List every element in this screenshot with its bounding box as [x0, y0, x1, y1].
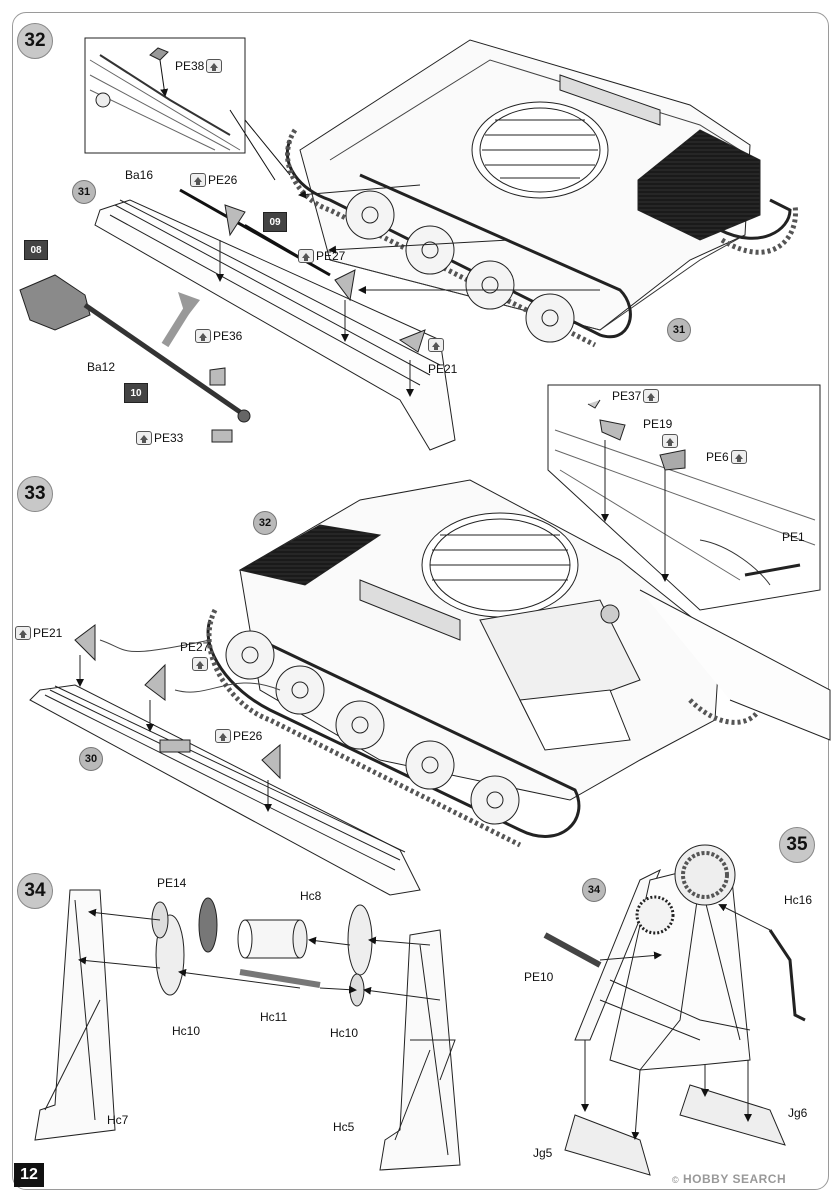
callout-hc7: Hc7 [107, 1113, 129, 1127]
photo-etch-icon [643, 389, 660, 403]
callout-pe10: PE10 [524, 970, 554, 984]
step35-drawing [543, 844, 806, 1176]
callout-pe38-label: PE38 [175, 59, 205, 73]
callout-pe19-label: PE19 [643, 417, 673, 431]
callout-pe37-label: PE37 [612, 389, 642, 403]
photo-etch-icon [192, 657, 208, 671]
callout-pe36-label: PE36 [213, 329, 243, 343]
step34-drawing [34, 889, 461, 1171]
paint-ref-10: 10 [124, 383, 148, 403]
photo-etch-icon [215, 729, 231, 743]
step33-drawing [29, 479, 831, 896]
ref-32: 32 [253, 511, 277, 535]
ref-31-right: 31 [667, 318, 691, 342]
callout-pe21-33: PE21 [15, 625, 62, 641]
callout-pe27: PE27 [298, 248, 345, 264]
step-number-32: 32 [17, 23, 53, 59]
photo-etch-icon [730, 450, 747, 464]
callout-pe27-label: PE27 [316, 249, 346, 263]
callout-pe33-label: PE33 [154, 431, 184, 445]
page-frame [12, 12, 829, 1190]
callout-pe38: PE38 [175, 58, 223, 74]
photo-etch-icon [15, 626, 31, 640]
callout-pe37: PE37 [612, 388, 660, 404]
callout-ba16: Ba16 [125, 168, 154, 182]
photo-etch-icon [206, 59, 223, 73]
callout-pe6-label: PE6 [706, 450, 729, 464]
watermark-prefix: © [672, 1175, 680, 1185]
photo-etch-icon [428, 338, 444, 352]
callout-pe36: PE36 [195, 328, 242, 344]
photo-etch-icon [136, 431, 152, 445]
step-number-34: 34 [17, 873, 53, 909]
step-number-35: 35 [779, 827, 815, 863]
callout-pe26-33: PE26 [215, 728, 262, 744]
callout-hc10-right: Hc10 [330, 1026, 359, 1040]
photo-etch-icon [298, 249, 314, 263]
paint-ref-09: 09 [263, 212, 287, 232]
ref-30: 30 [79, 747, 103, 771]
engine-grille [637, 129, 761, 241]
callout-pe27-33-label: PE27 [180, 640, 210, 654]
callout-pe26-33-label: PE26 [233, 729, 263, 743]
shovel-blade [19, 274, 91, 331]
callout-pe1: PE1 [782, 530, 805, 544]
watermark: © HOBBY SEARCH [672, 1172, 786, 1186]
callout-hc16: Hc16 [784, 893, 813, 907]
callout-pe26-label: PE26 [208, 173, 238, 187]
callout-pe21-32 [428, 338, 444, 352]
ref-34: 34 [582, 878, 606, 902]
grille-33 [238, 524, 382, 586]
callout-pe14: PE14 [157, 876, 187, 890]
callout-pe33: PE33 [136, 430, 183, 446]
callout-pe19-icon [662, 434, 678, 448]
callout-hc11: Hc11 [260, 1010, 288, 1024]
callout-hc5: Hc5 [333, 1120, 355, 1134]
step-number-33: 33 [17, 476, 53, 512]
paint-ref-08: 08 [24, 240, 48, 260]
callout-hc8: Hc8 [300, 889, 322, 903]
watermark-text: HOBBY SEARCH [682, 1172, 787, 1186]
callout-pe19: PE19 [643, 416, 672, 432]
callout-pe27-33 [192, 657, 208, 671]
callout-pe21-33-label: PE21 [33, 626, 63, 640]
callout-pe21-32-label: PE21 [428, 362, 458, 376]
callout-jg5: Jg5 [533, 1146, 553, 1160]
photo-etch-icon [190, 173, 206, 187]
callout-ba12: Ba12 [87, 360, 116, 374]
callout-pe26: PE26 [190, 172, 237, 188]
ref-31-left: 31 [72, 180, 96, 204]
detail-inset-pe38 [84, 37, 246, 154]
callout-jg6: Jg6 [788, 1106, 808, 1120]
photo-etch-icon [195, 329, 211, 343]
page-number: 12 [14, 1163, 44, 1187]
step32-drawing [19, 37, 821, 611]
callout-hc10-left: Hc10 [172, 1024, 201, 1038]
photo-etch-icon [662, 434, 678, 448]
callout-pe6: PE6 [706, 449, 747, 465]
